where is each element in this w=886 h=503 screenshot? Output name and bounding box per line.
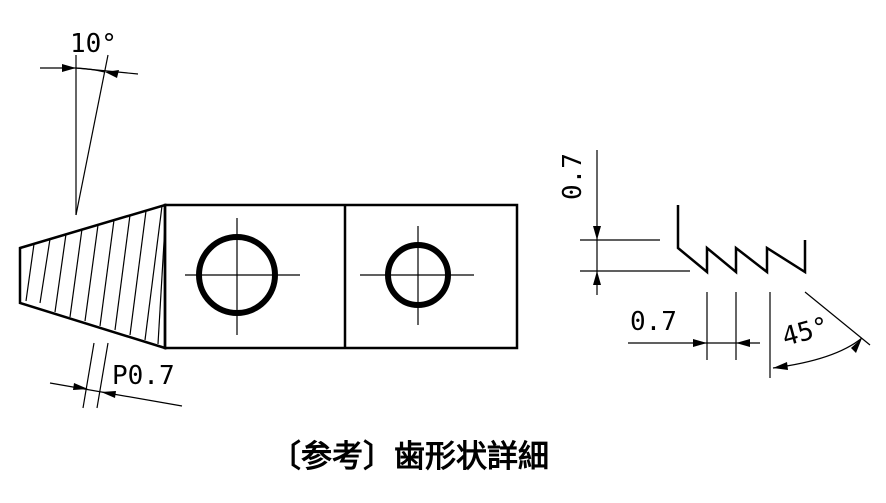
tooth-profile — [676, 205, 807, 275]
angle-10-dimension — [40, 54, 139, 216]
width-label: 0.7 — [630, 307, 677, 337]
angle-right-label: 45° — [779, 312, 832, 353]
pitch-label: P0.7 — [112, 361, 175, 391]
arrowhead — [62, 64, 76, 72]
arrowhead — [73, 383, 88, 390]
arrowhead — [101, 391, 116, 398]
angle-top-label: 10° — [70, 29, 117, 59]
hole-centerlines — [185, 218, 474, 335]
arrowhead — [773, 362, 788, 370]
pitch-dimension — [49, 342, 183, 409]
arrowhead — [593, 271, 601, 285]
caption: 〔参考〕歯形状詳細 — [270, 439, 549, 475]
height-dimension — [580, 150, 690, 295]
arrowhead — [736, 339, 750, 347]
body-block — [163, 203, 519, 350]
arrowhead — [105, 70, 119, 78]
body-outline — [163, 203, 519, 350]
tip-outline — [18, 203, 167, 350]
arrowhead — [851, 338, 862, 353]
height-label: 0.7 — [558, 153, 588, 200]
arrowhead — [693, 339, 707, 347]
tapered-tip — [18, 203, 167, 350]
tip-hatching — [25, 205, 166, 345]
arrowhead — [593, 226, 601, 240]
